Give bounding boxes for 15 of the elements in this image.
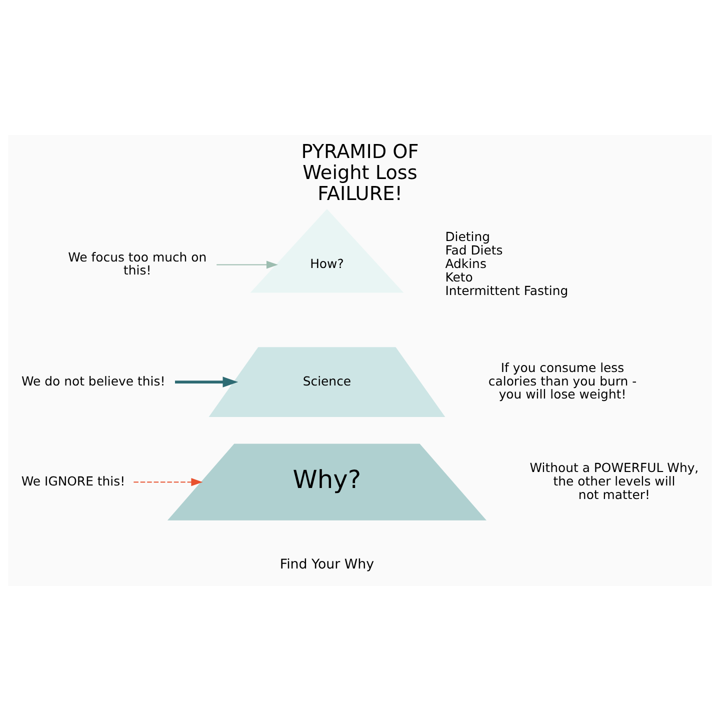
node-text: We do not believe this! [21,372,166,388]
node-label: Without a POWERFUL Why, the other levels will not matter! [530,459,699,502]
node-text: We focus too much on this! [68,248,207,278]
node-label: If you consume less calories than you burn - you will lose weight! [488,359,637,402]
diagram-title: PYRAMID OF Weight Loss FAILURE! [301,139,419,205]
arrow [216,260,278,268]
node-label: Fad Diets [445,242,503,258]
node-label: Adkins [445,256,486,270]
node-text: We IGNORE this! [21,472,126,488]
arrow [133,478,203,486]
arrow [175,376,238,387]
node-label: Keto [445,268,473,284]
caption: Find Your Why [280,556,374,572]
node-label: Dieting [445,228,490,244]
node-label: Intermittent Fasting [445,282,568,298]
